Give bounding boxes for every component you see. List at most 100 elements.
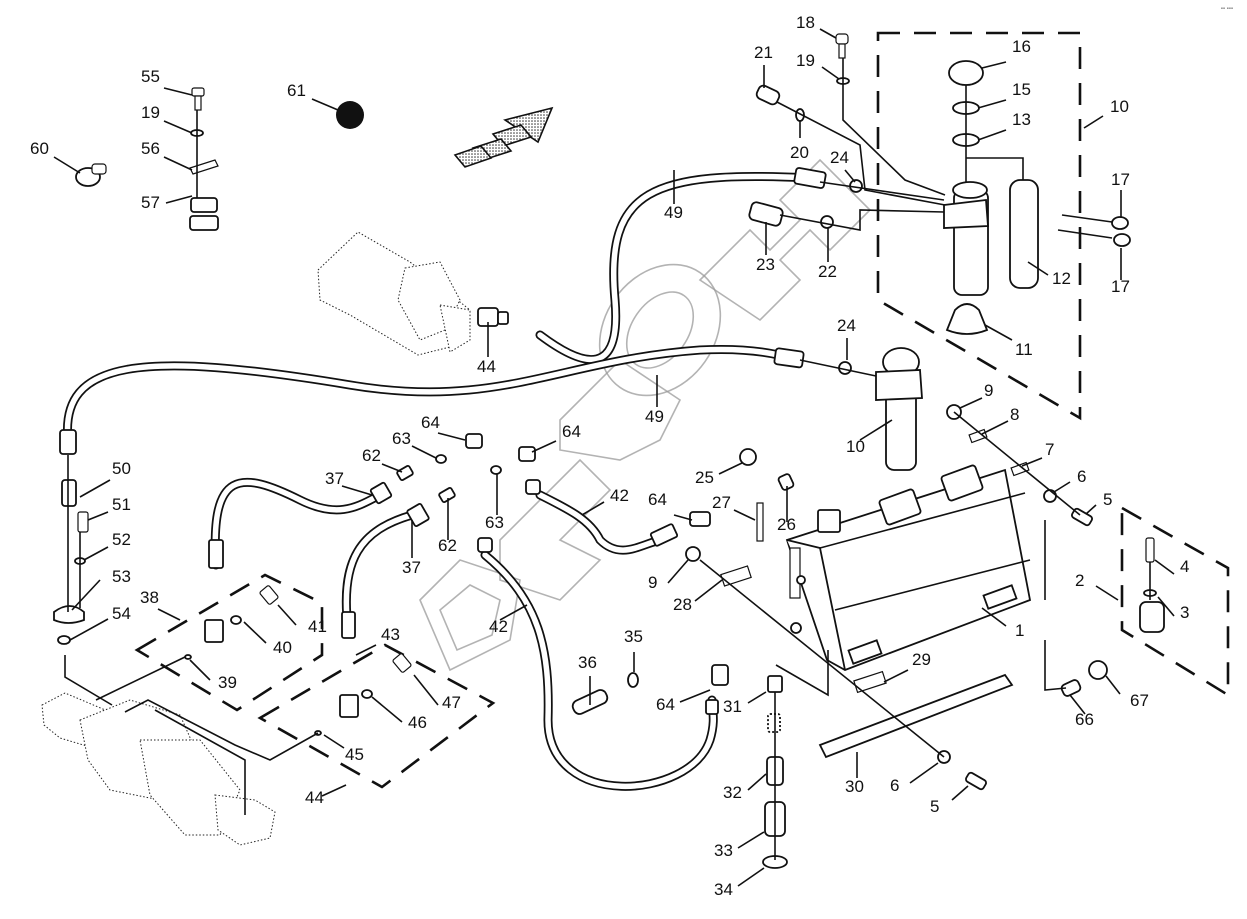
callout-label: 26 (777, 515, 796, 534)
callout-51: 51 (87, 495, 131, 521)
callout-leader-line (718, 462, 743, 475)
callout-3: 3 (1157, 596, 1189, 622)
callout-16: 16 (981, 37, 1031, 69)
callout-label: 67 (1130, 691, 1149, 710)
callout-label: 35 (624, 627, 643, 646)
callout-label: 9 (648, 573, 657, 592)
hydraulic-pump-upper (317, 231, 471, 356)
callout-label: 43 (381, 625, 400, 644)
callout-leader-line (1095, 585, 1119, 601)
callout-leader-line (1157, 596, 1175, 617)
callout-56: 56 (141, 139, 193, 171)
callout-10: 10 (846, 419, 893, 456)
callout-leader-line (673, 514, 693, 521)
callout-53: 53 (71, 567, 131, 611)
bracket-assembly-top-left (75, 87, 219, 231)
callout-label: 34 (714, 880, 733, 899)
callout-67: 67 (1105, 675, 1149, 710)
callout-label: 63 (392, 429, 411, 448)
callout-64: 64 (656, 689, 711, 714)
callout-leader-line (883, 669, 909, 683)
watermark-letter-1 (419, 559, 521, 672)
callout-label: 7 (1045, 440, 1054, 459)
callout-49: 49 (664, 170, 683, 222)
callout-label: 20 (790, 143, 809, 162)
callout-9: 9 (959, 381, 993, 409)
callout-43: 43 (355, 625, 400, 656)
callout-35: 35 (624, 627, 643, 672)
callout-40: 40 (243, 621, 292, 657)
callout-label: 6 (890, 776, 899, 795)
callout-22: 22 (818, 228, 837, 281)
callout-label: 17 (1111, 170, 1130, 189)
callout-49: 49 (645, 375, 664, 426)
direction-arrow-icon (453, 106, 554, 168)
callout-label: 32 (723, 783, 742, 802)
callout-label: 10 (846, 437, 865, 456)
callout-leader-line (499, 604, 528, 621)
callout-leader-line (321, 784, 347, 797)
callout-leader-line (909, 762, 939, 784)
callout-leader-line (371, 696, 403, 723)
callout-leader-line (981, 420, 1009, 435)
callout-leader-line (1053, 481, 1071, 493)
breather-assembly (1044, 505, 1230, 698)
callout-30: 30 (845, 752, 864, 796)
callout-label: 4 (1180, 557, 1189, 576)
callout-label: 63 (485, 513, 504, 532)
callout-label: 33 (714, 841, 733, 860)
callout-label: 18 (796, 13, 815, 32)
callout-11: 11 (984, 324, 1033, 359)
callout-leader-line (381, 463, 403, 473)
callout-leader-line (1069, 694, 1086, 715)
callout-55: 55 (141, 67, 193, 96)
callout-label: 6 (1077, 467, 1086, 486)
callout-label: 27 (712, 493, 731, 512)
callout-label: 8 (1010, 405, 1019, 424)
callout-61: 61 (287, 81, 339, 111)
drain-assembly (762, 650, 829, 869)
callout-leader-line (1027, 261, 1049, 276)
callout-leader-line (747, 691, 767, 704)
callout-6: 6 (1053, 467, 1086, 493)
callout-label: 12 (1052, 269, 1071, 288)
callout-42: 42 (489, 604, 528, 636)
callout-label: 54 (112, 604, 131, 623)
callout-label: 15 (1012, 80, 1031, 99)
hose-clamp-stack (53, 455, 89, 645)
callout-17: 17 (1111, 170, 1130, 218)
callout-leader-line (355, 644, 377, 656)
callout-label: 44 (477, 357, 496, 376)
callout-64: 64 (531, 422, 581, 453)
callout-label: 64 (656, 695, 675, 714)
dashed-box-44 (257, 643, 496, 789)
dashed-box-2 (1120, 505, 1230, 698)
callout-26: 26 (777, 486, 796, 534)
callout-10: 10 (1083, 97, 1129, 129)
callout-2: 2 (1075, 571, 1119, 601)
callout-44: 44 (477, 322, 496, 376)
hydraulic-pump-lower (41, 692, 276, 846)
callout-label: 24 (830, 148, 849, 167)
valve-block-assemblies (64, 573, 496, 815)
callout-leader-line (323, 734, 345, 749)
callout-leader-line (667, 559, 689, 584)
callout-15: 15 (977, 80, 1031, 109)
callout-label: 60 (30, 139, 49, 158)
callout-label: 46 (408, 713, 427, 732)
callout-leader-line (341, 485, 373, 496)
callout-leader-line (737, 831, 765, 849)
callout-4: 4 (1154, 557, 1189, 576)
callout-66: 66 (1069, 694, 1094, 729)
callout-label: 42 (489, 617, 508, 636)
callout-leader-line (959, 397, 983, 409)
callout-label: 51 (112, 495, 131, 514)
callout-label: 55 (141, 67, 160, 86)
callout-31: 31 (723, 691, 767, 716)
callout-leader-line (163, 87, 193, 96)
callout-leader-line (981, 61, 1007, 69)
callout-7: 7 (1021, 440, 1054, 467)
callout-21: 21 (754, 43, 773, 88)
